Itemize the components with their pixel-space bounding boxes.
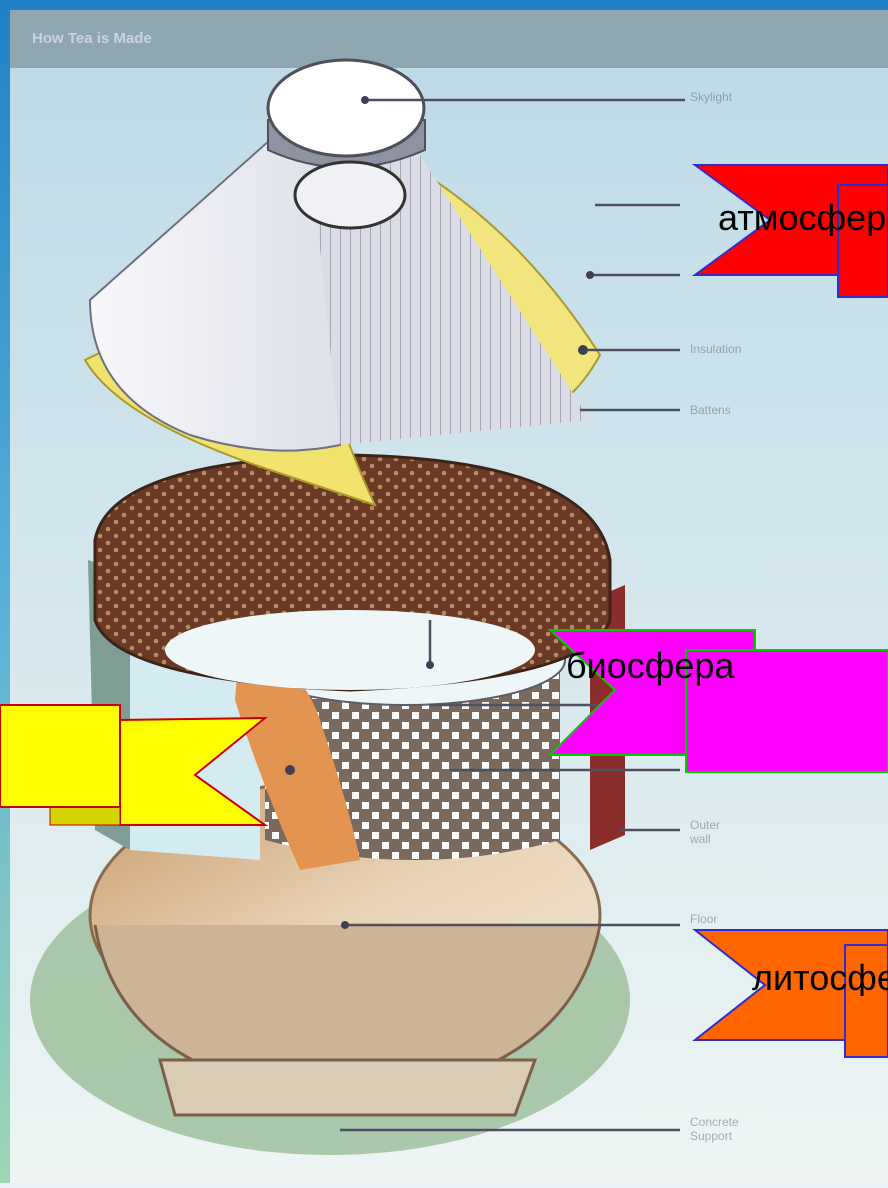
skylight	[268, 60, 424, 156]
callout-floor: Floor	[690, 912, 717, 926]
callout-skylight: Skylight	[690, 90, 732, 104]
concrete-support	[160, 1060, 535, 1115]
brick-ring-inner	[165, 610, 535, 690]
callout-outer-wall: Outer wall	[690, 818, 770, 846]
title-label: How Tea is Made	[32, 30, 152, 47]
callout-insulation: Insulation	[690, 342, 741, 356]
skylight-ring	[295, 162, 405, 228]
callout-concrete-support: Concrete Support	[690, 1115, 780, 1143]
ribbon-atmosphere-label: атмосфера	[718, 200, 888, 236]
callout-battens: Battens	[690, 403, 731, 417]
ribbon-lithosphere-label: литосфера	[752, 960, 888, 996]
ribbon-biosphere-label: биосфера	[566, 648, 734, 684]
